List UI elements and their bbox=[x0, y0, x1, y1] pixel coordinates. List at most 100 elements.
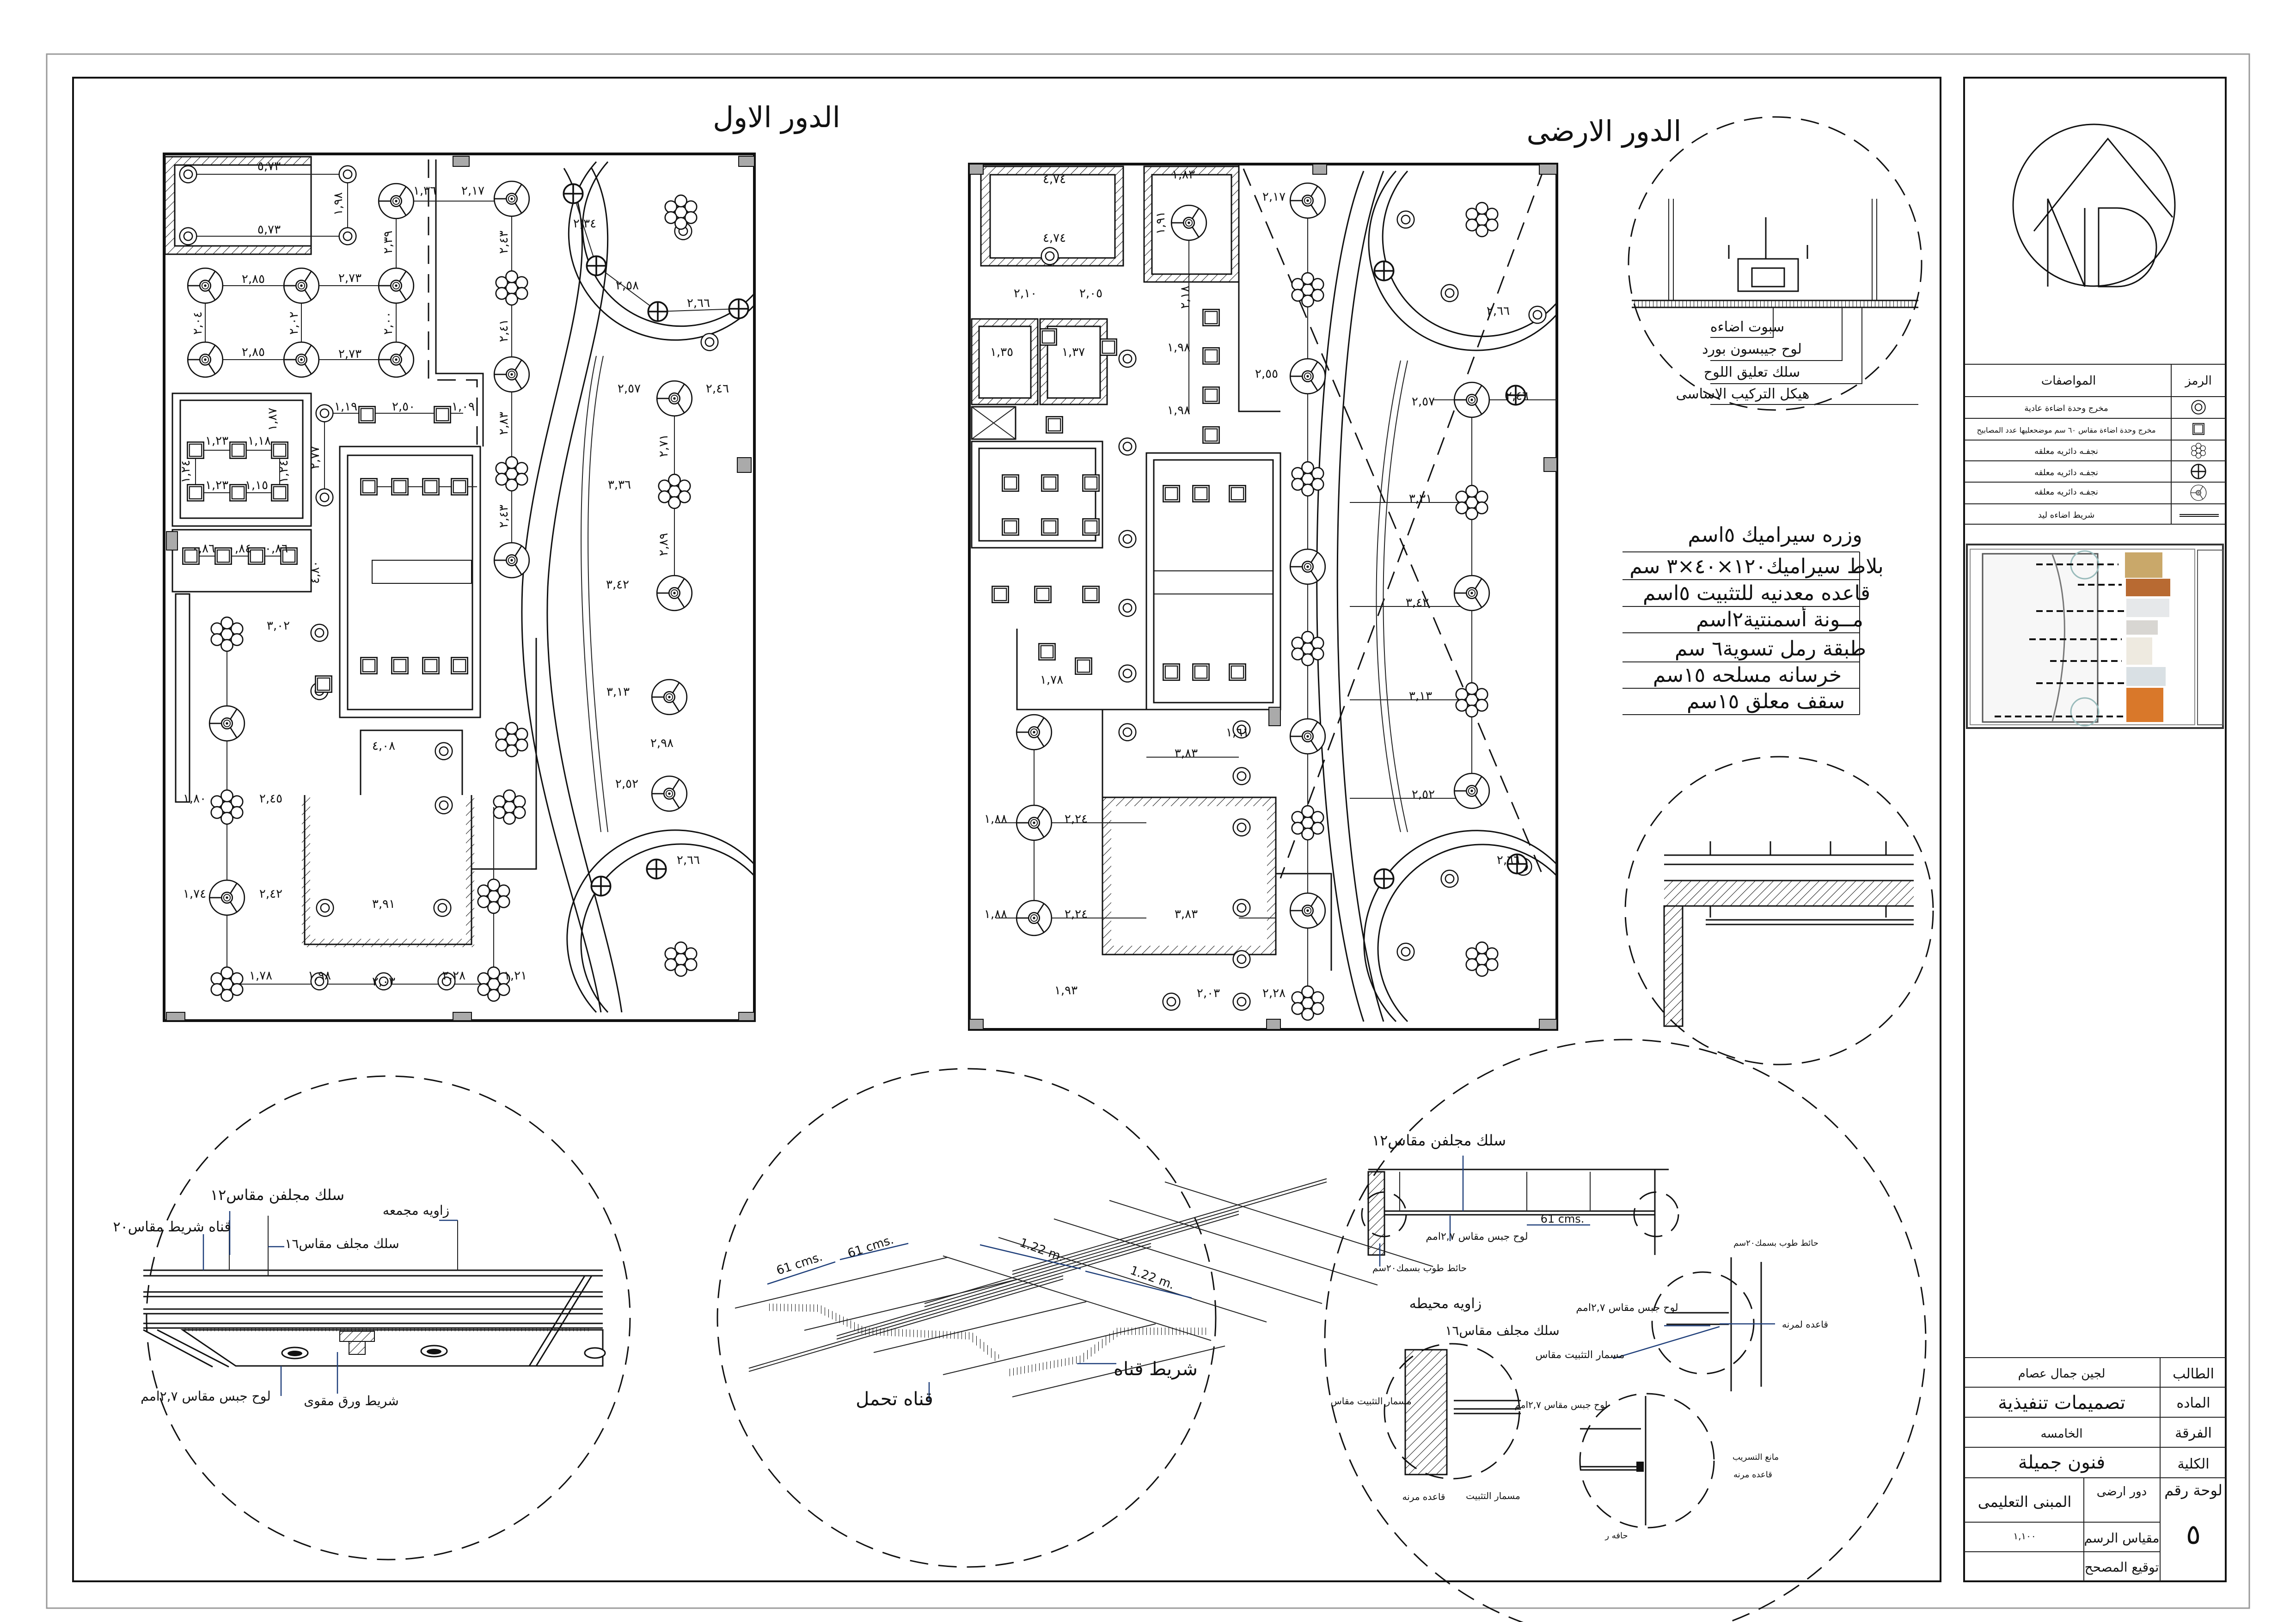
chandelier-cluster-icon bbox=[1291, 985, 1324, 1021]
chandelier-cluster-icon bbox=[210, 616, 244, 652]
square-panel-light-icon bbox=[1163, 485, 1180, 502]
detail-label: سلك مجلفن مقاس١٢ bbox=[210, 1186, 344, 1204]
square-panel-light-icon bbox=[315, 675, 332, 693]
detail-label: شريط ورق مقوى bbox=[304, 1393, 398, 1408]
dimension-label: ٣,٨٣ bbox=[1175, 747, 1198, 760]
square-panel-light-icon bbox=[1002, 474, 1019, 492]
dimension-label: ٠,٨٤ bbox=[228, 542, 251, 556]
dimension-label: ١,٣٧ bbox=[1062, 345, 1085, 359]
ceiling-section-detail bbox=[1624, 756, 1934, 1065]
ceiling-light-outlet-icon bbox=[435, 742, 453, 760]
square-panel-light-icon bbox=[1038, 643, 1056, 661]
dimension-label: ٢,٠٤ bbox=[191, 312, 205, 335]
led-strip-photo bbox=[2125, 552, 2162, 578]
dimension-label: ٣,٠٢ bbox=[267, 619, 290, 633]
dimension-label: ٢,٤٣ bbox=[497, 231, 511, 254]
square-panel-light-icon bbox=[1202, 309, 1220, 326]
pendant-spot-icon bbox=[1016, 804, 1053, 841]
square-panel-light-icon bbox=[271, 484, 288, 502]
square-panel-light-icon bbox=[2192, 423, 2204, 435]
cross-tee bbox=[1053, 1218, 1322, 1304]
pendant-spot-icon bbox=[493, 542, 530, 579]
dimension-label: ٢,٥٨ bbox=[616, 279, 639, 293]
copper-pendant-photo bbox=[2126, 579, 2170, 596]
dimension-label: ٢,١٠ bbox=[1014, 287, 1037, 300]
floor-name: دور ارضى bbox=[2097, 1485, 2147, 1499]
dimension-label: ٢,٧٣ bbox=[338, 347, 361, 361]
grid-dimension: 61 cms. bbox=[846, 1233, 895, 1261]
dimension-label: ٢,٠٢ bbox=[287, 312, 301, 335]
detail-label: حافه ر bbox=[1604, 1531, 1628, 1541]
downlight-photo bbox=[2126, 667, 2166, 686]
cross-circle-light-icon bbox=[563, 183, 584, 204]
spot-detail-label: سبوت اضاءه bbox=[1710, 319, 1784, 335]
cross-circle-light-icon bbox=[647, 301, 668, 322]
detail-label: لوح جبس مقاس ٢,٧امم bbox=[141, 1389, 271, 1404]
square-panel-light-icon bbox=[1041, 474, 1059, 492]
ceiling-light-outlet-icon bbox=[1440, 869, 1459, 888]
dimension-label: ٤,٧٤ bbox=[1043, 231, 1066, 245]
chandelier-cluster-icon bbox=[1291, 630, 1324, 667]
dimension-label: ٤,٨٠ bbox=[308, 561, 322, 584]
dimension-label: ٢,٩٨ bbox=[650, 736, 673, 750]
pendant-spot-icon bbox=[187, 341, 224, 378]
dimension-label: ٢,٤٦ bbox=[706, 382, 729, 396]
led-strip-icon bbox=[2180, 514, 2219, 517]
legend-text: مخرج وحدة اضاءة مقاس ٦٠ سم موضحعليها عدد… bbox=[1977, 426, 2155, 435]
legend-text: نجفـه دائريه معلقه bbox=[2034, 468, 2098, 477]
detail-label: قاعده لمرنه bbox=[1782, 1319, 1828, 1330]
cross-tee bbox=[943, 1255, 1212, 1341]
signature-label: توقيع المصحح bbox=[2085, 1560, 2159, 1575]
square-panel-light-icon bbox=[422, 478, 440, 496]
dimension-label: ٥,٧٣ bbox=[257, 159, 281, 173]
first-floor-title: الدور الاول bbox=[713, 100, 840, 134]
dimension-label: ٢,٣٩ bbox=[381, 231, 395, 254]
layer-label: بلاط سيراميك١٢٠×٤٠×٣ سم bbox=[1629, 555, 1883, 578]
ceiling-light-outlet-icon bbox=[1118, 599, 1137, 617]
detail-label: زاويه مجمعه bbox=[383, 1203, 449, 1218]
pendant-spot-icon bbox=[1170, 204, 1207, 241]
square-panel-light-icon bbox=[1082, 518, 1100, 536]
square-panel-light-icon bbox=[1041, 518, 1059, 536]
spot-detail-label: لوح جيبسون بورد bbox=[1702, 341, 1802, 357]
dimension-label: ٣,٤٢ bbox=[1406, 596, 1429, 610]
square-panel-light-icon bbox=[1202, 426, 1220, 444]
logo bbox=[2012, 123, 2176, 288]
dimension-label: ٢,٥٢ bbox=[615, 777, 638, 791]
grid-rail bbox=[873, 1301, 1087, 1353]
dimension-label: ١,٢١ bbox=[504, 969, 527, 983]
chandelier-cluster-icon bbox=[1465, 941, 1499, 977]
pendant-spot-icon bbox=[1016, 900, 1053, 936]
layer-label: مــونة أسمنتية٢اسم bbox=[1696, 606, 1863, 631]
detail-label: شريط قناه bbox=[1114, 1359, 1198, 1380]
pendant-spot-icon bbox=[651, 775, 688, 812]
dimension-label: ١,٨٠ bbox=[183, 792, 206, 806]
dimension-label: ٣,١٣ bbox=[606, 685, 630, 699]
dimension-label: ١,٩١ bbox=[1154, 211, 1168, 234]
dimension-label: ٢,٨٣ bbox=[497, 412, 511, 435]
project-name: المبنى التعليمى bbox=[1978, 1493, 2071, 1511]
dimension-label: ٢,٧٧ bbox=[308, 446, 322, 469]
chandelier-cluster-icon bbox=[658, 473, 691, 509]
square-panel-light-icon bbox=[360, 657, 378, 674]
dimension-label: ٢,٥٧ bbox=[1412, 395, 1435, 409]
ceiling-light-outlet-icon bbox=[1232, 992, 1251, 1011]
dimension-label: ١,٢٣ bbox=[205, 478, 228, 492]
grid-rail bbox=[804, 1279, 1017, 1331]
detail-label: قاعده مرنه bbox=[1402, 1491, 1445, 1502]
dimension-label: ١,٩٨ bbox=[1167, 341, 1190, 355]
dimension-label: ٢,٤٥ bbox=[259, 792, 282, 806]
ceiling-light-outlet-icon bbox=[435, 796, 453, 814]
square-panel-light-icon bbox=[1229, 663, 1246, 681]
dimension-label: ١,٠٩ bbox=[452, 400, 475, 414]
chandelier-cluster-icon bbox=[1291, 272, 1324, 308]
chandelier-cluster-icon bbox=[664, 194, 698, 230]
legend-text: نجفـه دائريه معلقه bbox=[2034, 447, 2098, 456]
student-name: لجين جمال عصام bbox=[2018, 1367, 2106, 1381]
pendant-spot-icon bbox=[651, 679, 688, 716]
square-panel-light-icon bbox=[1229, 485, 1246, 502]
round-ceiling-light-photo bbox=[2126, 620, 2158, 635]
square-panel-light-icon bbox=[187, 441, 204, 459]
